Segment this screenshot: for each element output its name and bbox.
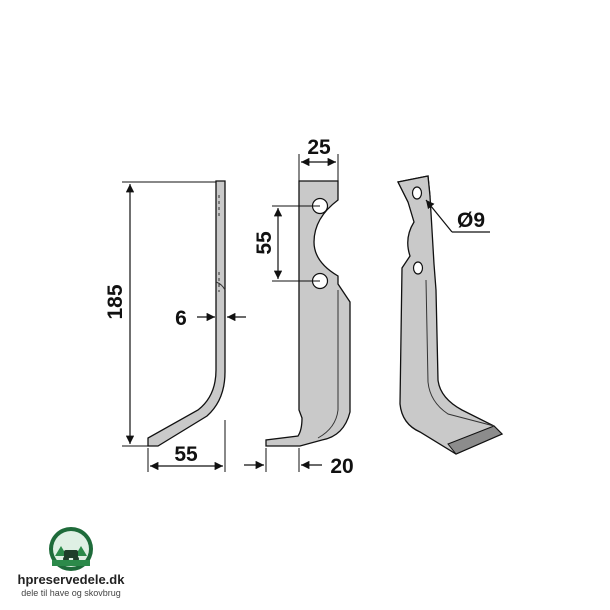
side-view: 185 6 55 — [104, 180, 246, 472]
hole-diameter-label: Ø9 — [457, 209, 485, 232]
brand-logo — [49, 527, 93, 571]
foot-depth-label: 20 — [330, 455, 353, 478]
height-label: 185 — [104, 284, 127, 319]
isometric-lower-hole — [412, 261, 424, 275]
hole-diameter-leader — [425, 199, 453, 233]
brand-tagline: dele til have og skovbrug — [21, 588, 121, 598]
front-view-blade — [265, 180, 351, 447]
isometric-cut-edge — [447, 425, 503, 455]
front-view-ridge-line — [317, 290, 339, 439]
brand-name: hpreservedele.dk — [17, 572, 125, 587]
hole-spacing-label: 55 — [253, 231, 276, 255]
thickness-label: 6 — [175, 307, 187, 330]
isometric-upper-hole — [411, 186, 423, 200]
isometric-ridge-line — [425, 279, 495, 427]
side-view-blade — [147, 180, 226, 447]
blade-width-label: 25 — [307, 136, 331, 159]
logo-inner — [53, 531, 89, 567]
front-view: 25 55 20 — [244, 136, 354, 478]
side-view-bend-line — [215, 281, 226, 291]
isometric-blade — [397, 175, 504, 455]
logo-ground — [52, 560, 90, 566]
foot-width-label: 55 — [174, 443, 198, 466]
tractor-icon — [64, 550, 78, 558]
isometric-view: Ø9 — [397, 175, 504, 455]
